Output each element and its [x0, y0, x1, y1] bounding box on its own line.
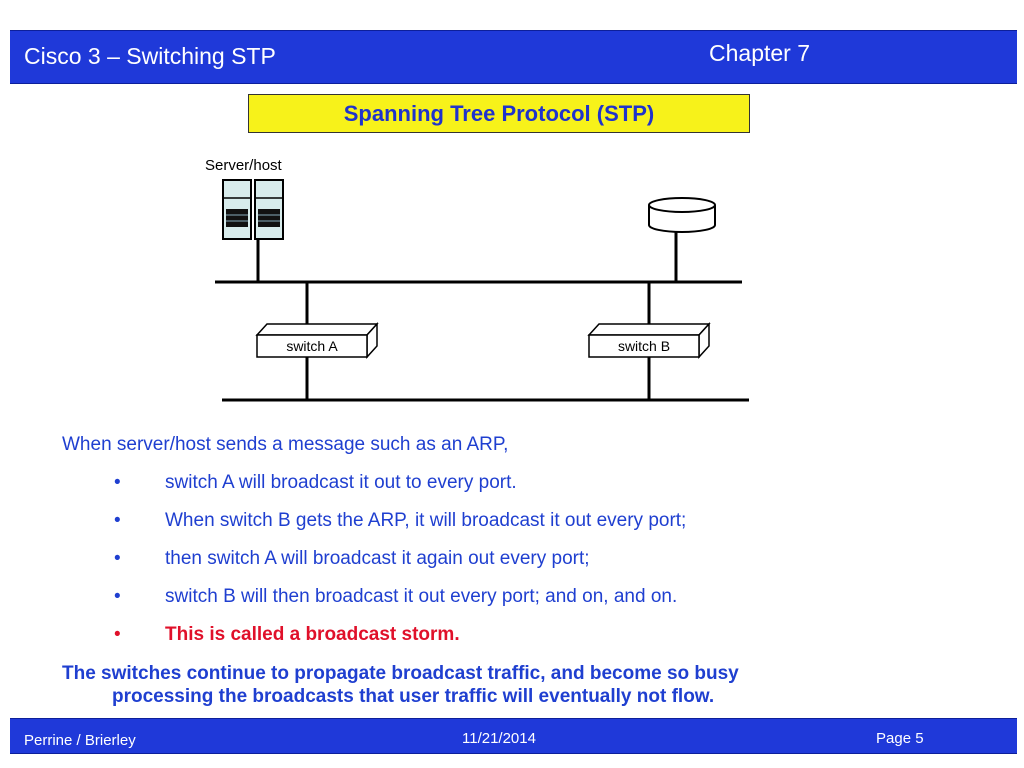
server-host-label: Server/host — [205, 157, 283, 174]
bullet-text: This is called a broadcast storm. — [165, 624, 460, 645]
bullet-text: switch B will then broadcast it out ever… — [165, 586, 678, 607]
footer-authors: Perrine / Brierley — [24, 732, 136, 749]
slide-title: Spanning Tree Protocol (STP) — [248, 94, 750, 133]
bullet-text: switch A will broadcast it out to every … — [165, 472, 517, 493]
slide-footer: Perrine / Brierley 11/21/2014 Page 5 — [10, 718, 1017, 754]
bullet-marker: • — [114, 472, 121, 493]
switch-b-label: switch B — [618, 338, 670, 354]
bullet-marker: • — [114, 624, 121, 645]
bullet-marker: • — [114, 510, 121, 531]
header-chapter: Chapter 7 — [709, 40, 811, 66]
router-cylinder-icon — [648, 197, 716, 233]
bullet-text: When switch B gets the ARP, it will broa… — [165, 510, 687, 531]
switch-b-icon: switch B — [587, 322, 711, 359]
conclusion-text: The switches continue to propagate broad… — [62, 662, 912, 708]
footer-date: 11/21/2014 — [462, 730, 536, 747]
switch-a-icon: switch A — [255, 322, 379, 359]
bullet-text: then switch A will broadcast it again ou… — [165, 548, 590, 569]
server-host-icon — [222, 179, 284, 240]
conclusion-line-1: The switches continue to propagate broad… — [62, 663, 739, 684]
slide-header: Cisco 3 – Switching STP Chapter 7 — [10, 30, 1017, 84]
switch-a-label: switch A — [286, 338, 338, 354]
conclusion-line-2: processing the broadcasts that user traf… — [112, 686, 715, 707]
header-title: Cisco 3 – Switching STP — [24, 43, 276, 69]
bullet-marker: • — [114, 548, 121, 569]
intro-text: When server/host sends a message such as… — [62, 434, 509, 455]
footer-page-number: Page 5 — [876, 730, 924, 747]
bullet-marker: • — [114, 586, 121, 607]
